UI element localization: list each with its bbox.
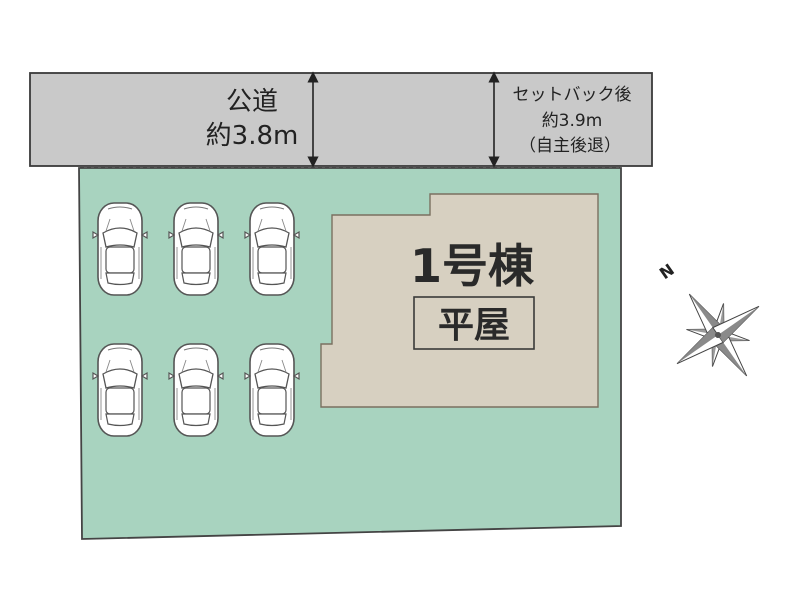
car-top-view-icon	[92, 343, 148, 437]
public-road	[29, 72, 653, 167]
road-name-label: 公道	[226, 87, 278, 117]
setback-note-label: （自主後退）	[519, 136, 621, 156]
car-top-view-icon	[168, 202, 224, 296]
car-top-view-icon	[244, 343, 300, 437]
car-top-view-icon	[168, 343, 224, 437]
car-top-view-icon	[92, 202, 148, 296]
compass-north-label: N	[656, 260, 678, 283]
compass-rose-icon	[676, 293, 760, 377]
setback-title-label: セットバック後	[513, 85, 632, 105]
building-type-box	[413, 296, 535, 350]
setback-width-label: 約3.9m	[542, 111, 603, 131]
building-footprint	[320, 193, 599, 408]
road-width-label: 約3.8m	[206, 121, 299, 151]
building-name-label: 1号棟	[410, 239, 535, 293]
building-type-label: 平屋	[438, 305, 510, 346]
car-top-view-icon	[244, 202, 300, 296]
